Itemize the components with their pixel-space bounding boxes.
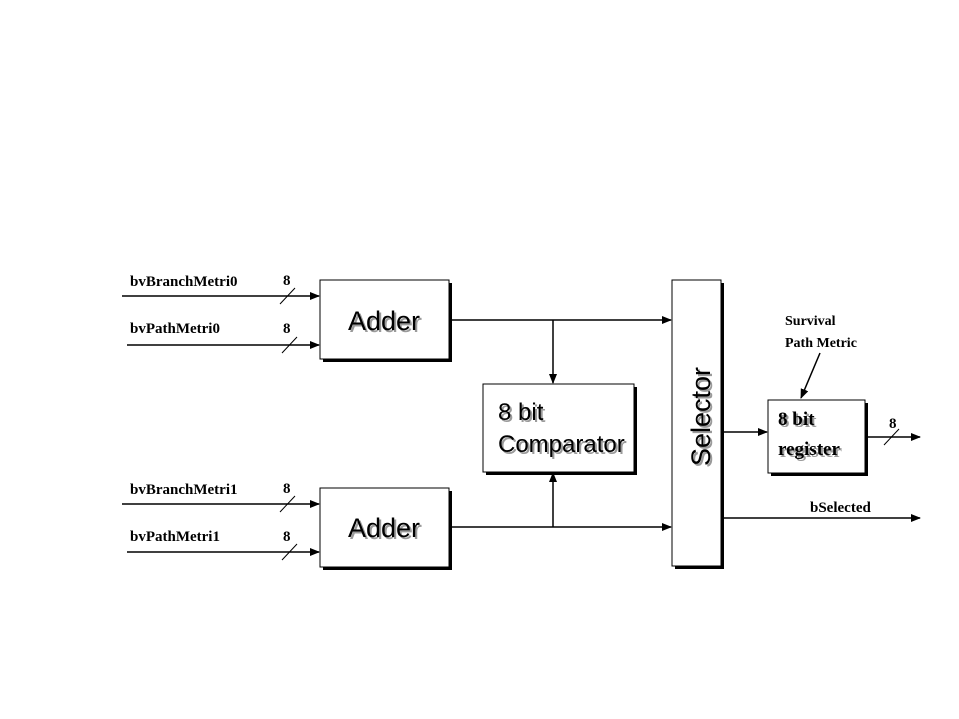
selector-label: Selector (686, 367, 716, 466)
annotation-line1: Survival (785, 314, 836, 329)
adder-top-block: Adder Adder (319, 279, 452, 362)
register-out-width: 8 (889, 416, 897, 432)
comparator-line2: Comparator (498, 431, 625, 458)
branch0-width: 8 (283, 273, 291, 289)
comparator-line1: 8 bit (498, 399, 544, 426)
survival-path-metric-annotation: Survival Path Metric (785, 314, 857, 399)
bus-width-slash (883, 428, 900, 446)
adder-bottom-label-shadow: Adder (350, 515, 422, 545)
register-block: 8 bit 8 bit register register (767, 399, 868, 476)
comparator-block: 8 bit 8 bit Comparator Comparator (482, 383, 637, 475)
bus-width-slash (279, 495, 296, 513)
comparator-line1-shadow: 8 bit (500, 401, 546, 428)
comparator-line2-shadow: Comparator (500, 433, 627, 460)
selected-output: bSelected (721, 500, 921, 522)
path1-width: 8 (283, 529, 291, 545)
annotation-line2: Path Metric (785, 336, 857, 351)
branch1-width: 8 (283, 481, 291, 497)
register-line1: 8 bit (778, 409, 815, 430)
input-branch1: bvBranchMetri1 8 (122, 481, 320, 513)
branch1-label: bvBranchMetri1 (130, 482, 237, 498)
selector-label-shadow: Selector (688, 369, 718, 468)
selector-block: Selector Selector (671, 279, 724, 569)
adder-bottom-label: Adder (348, 513, 420, 543)
register-output: 8 (865, 416, 921, 446)
branch0-label: bvBranchMetri0 (130, 274, 237, 290)
bus-width-slash (281, 336, 298, 354)
path0-width: 8 (283, 321, 291, 337)
bus-width-slash (279, 287, 296, 305)
input-path0: bvPathMetri0 8 (127, 321, 320, 354)
internal-wires (449, 316, 768, 531)
register-line2: register (778, 439, 840, 460)
path0-label: bvPathMetri0 (130, 321, 220, 337)
register-line2-shadow: register (780, 441, 842, 462)
adder-top-label: Adder (348, 306, 420, 336)
bus-width-slash (281, 543, 298, 561)
register-line1-shadow: 8 bit (780, 411, 817, 432)
adder-top-label-shadow: Adder (350, 308, 422, 338)
input-branch0: bvBranchMetri0 8 (122, 273, 320, 305)
selected-label: bSelected (810, 500, 871, 516)
adder-bottom-block: Adder Adder (319, 487, 452, 570)
path1-label: bvPathMetri1 (130, 529, 220, 545)
input-path1: bvPathMetri1 8 (127, 529, 320, 561)
